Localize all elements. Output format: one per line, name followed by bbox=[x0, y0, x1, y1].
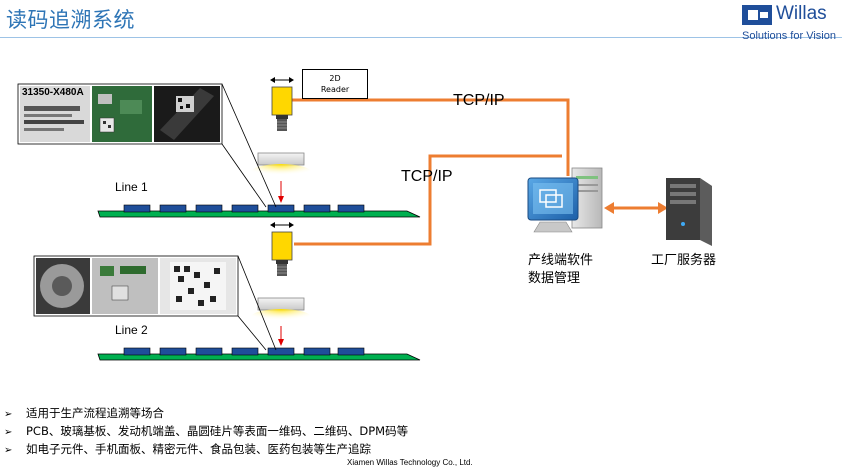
arrow-right-icon: ➢ bbox=[4, 427, 13, 438]
logo-tagline: Solutions for Vision bbox=[742, 30, 836, 42]
software-label-line2: 数据管理 bbox=[528, 271, 581, 286]
sample-photos-1 bbox=[17, 83, 223, 145]
light-1-icon bbox=[251, 152, 311, 203]
footer-company: Xiamen Willas Technology Co., Ltd. bbox=[347, 458, 473, 467]
camera-1-icon bbox=[270, 77, 294, 131]
logo-mark-icon bbox=[742, 5, 772, 25]
bullet-list: ➢ 适用于生产流程追溯等场合 ➢ PCB、玻璃基板、发动机端盖、晶圆硅片等表面一维码… bbox=[4, 405, 408, 459]
sample-label-text: 31350-X480A bbox=[22, 87, 84, 98]
reader-label-box: 2D Reader bbox=[302, 69, 368, 99]
callout-lines bbox=[221, 83, 277, 351]
link-camera1 bbox=[292, 98, 570, 176]
bullet-text: 如电子元件、手机面板、精密元件、食品包装、医药包装等生产追踪 bbox=[26, 442, 371, 456]
software-label: 产线端软件 数据管理 bbox=[528, 252, 593, 288]
software-label-line1: 产线端软件 bbox=[528, 253, 594, 268]
company-logo: Willas Solutions for Vision bbox=[742, 3, 840, 45]
conveyor-2 bbox=[97, 347, 421, 361]
link-camera2 bbox=[294, 154, 562, 246]
server-icon bbox=[666, 178, 712, 246]
bullet-item: ➢ 如电子元件、手机面板、精密元件、食品包装、医药包装等生产追踪 bbox=[4, 441, 408, 459]
computer-icon bbox=[527, 167, 603, 233]
bullet-item: ➢ 适用于生产流程追溯等场合 bbox=[4, 405, 408, 423]
line-1-label: Line 1 bbox=[115, 180, 148, 194]
sample-photos-2 bbox=[33, 255, 239, 317]
bullet-item: ➢ PCB、玻璃基板、发动机端盖、晶圆硅片等表面一维码、二维码、DPM码等 bbox=[4, 423, 408, 441]
light-2-icon bbox=[251, 297, 311, 346]
reader-label-line1: 2D bbox=[329, 74, 341, 83]
double-arrow-icon bbox=[604, 202, 668, 214]
line-2-label: Line 2 bbox=[115, 323, 148, 337]
arrow-right-icon: ➢ bbox=[4, 409, 13, 420]
page-title: 读码追溯系统 bbox=[6, 8, 135, 32]
arrow-right-icon: ➢ bbox=[4, 445, 13, 456]
protocol-label-upper: TCP/IP bbox=[453, 92, 505, 109]
bullet-text: PCB、玻璃基板、发动机端盖、晶圆硅片等表面一维码、二维码、DPM码等 bbox=[26, 424, 409, 438]
network-links bbox=[292, 98, 570, 246]
server-label: 工厂服务器 bbox=[651, 253, 717, 268]
title-divider bbox=[0, 37, 842, 38]
bullet-text: 适用于生产流程追溯等场合 bbox=[26, 406, 164, 420]
logo-name: Willas bbox=[776, 3, 827, 24]
conveyor-1 bbox=[97, 204, 421, 218]
protocol-label-lower: TCP/IP bbox=[401, 168, 453, 185]
camera-2-icon bbox=[270, 222, 294, 276]
reader-label-line2: Reader bbox=[320, 85, 350, 94]
